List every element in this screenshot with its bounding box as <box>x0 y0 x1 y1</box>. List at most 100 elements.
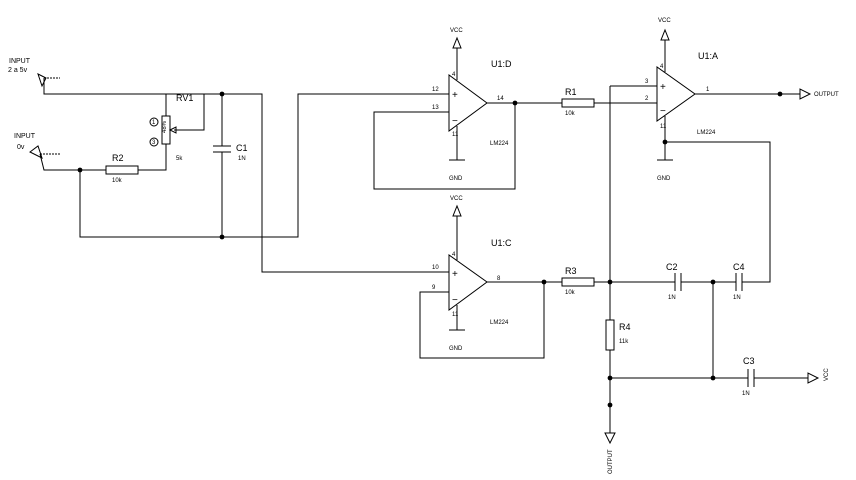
u1c-pin-plus: 10 <box>432 265 439 271</box>
input-1-range: 2 a 5v <box>8 67 28 74</box>
input-1-arrow-icon <box>37 73 47 88</box>
u1a-triangle <box>656 66 696 122</box>
opamp-u1d: + − 12 13 14 4 11 VCC GND U1:D LM224 <box>373 28 516 190</box>
r4-ref: R4 <box>619 322 631 332</box>
capacitor-c2: C2 1N <box>666 262 713 301</box>
u1d-triangle <box>448 74 488 132</box>
opamp-u1a: + − 3 2 1 4 11 VCC GND U1:A LM224 <box>609 18 800 380</box>
c4-value: 1N <box>733 295 741 301</box>
rv1-pin1-number: 1 <box>152 120 156 126</box>
u1c-triangle <box>448 254 488 311</box>
rv1-ref: RV1 <box>176 93 193 103</box>
input-2-arrow-icon <box>29 145 43 159</box>
rv1-value: 5k <box>176 156 183 162</box>
u1d-pin-plus: 12 <box>432 87 439 93</box>
u1a-pin-out: 1 <box>706 87 710 93</box>
rv1-pin1-icon <box>149 117 159 127</box>
svg-text:+: + <box>452 90 458 101</box>
capacitor-c1: C1 1N <box>213 94 248 237</box>
junction <box>219 91 225 97</box>
u1c-vcc-arrow-icon <box>452 204 462 217</box>
output-terminal-bottom: OUTPUT <box>604 380 616 474</box>
junction <box>777 91 783 97</box>
rv1-percent: 48% <box>162 120 168 133</box>
r4-body <box>605 319 615 351</box>
junction <box>219 234 225 240</box>
c2-value: 1N <box>668 295 676 301</box>
c3-ref: C3 <box>743 356 755 366</box>
bus-wire <box>79 93 449 238</box>
output-arrow-icon <box>799 88 812 100</box>
u1a-pin-plus: 3 <box>645 79 649 85</box>
u1c-part: LM224 <box>490 320 509 326</box>
c4-ref: C4 <box>733 262 745 272</box>
input-2-label: INPUT <box>14 133 36 140</box>
rv1-pin3-icon <box>149 137 159 147</box>
c1-ref: C1 <box>236 143 248 153</box>
r2-ref: R2 <box>112 153 124 163</box>
capacitor-c4: C4 1N <box>713 262 745 301</box>
junction <box>710 375 716 381</box>
junction <box>607 375 613 381</box>
r2-value: 10k <box>112 178 123 184</box>
svg-text:+: + <box>452 269 458 280</box>
u1d-pin-minus: 13 <box>432 105 439 111</box>
u1c-pin-vcc: 4 <box>452 252 456 258</box>
u1d-pin-vcc: 4 <box>452 72 456 78</box>
svg-text:−: − <box>452 295 458 306</box>
capacitor-c3: VCC C3 1N <box>610 282 830 397</box>
svg-text:+: + <box>660 82 666 93</box>
r2-body <box>105 165 139 175</box>
input-terminal-2: INPUT 0v <box>14 133 106 171</box>
rv1-wiper-arrow-icon <box>168 126 177 134</box>
potentiometer-rv1: 48% 1 3 RV1 5k <box>149 93 222 162</box>
u1c-ref: U1:C <box>491 238 512 248</box>
input-terminal-1: INPUT 2 a 5v <box>8 58 449 273</box>
rv1-pin3-number: 3 <box>152 140 156 146</box>
u1c-vcc-label: VCC <box>450 196 463 202</box>
u1d-part: LM224 <box>490 141 509 147</box>
c2-ref: C2 <box>666 262 678 272</box>
u1d-pin-out: 14 <box>497 96 504 102</box>
input-2-range: 0v <box>17 144 25 151</box>
u1a-ref: U1:A <box>698 51 718 61</box>
u1d-ref: U1:D <box>491 59 512 69</box>
resistor-r1: R1 10k <box>515 87 644 117</box>
r4-value: 11k <box>619 339 629 345</box>
output-top-label: OUTPUT <box>814 92 839 98</box>
output-terminal-top: OUTPUT <box>799 88 839 100</box>
c1-value: 1N <box>238 156 246 162</box>
junction <box>662 139 668 145</box>
u1c-pin-gnd: 11 <box>452 312 459 318</box>
r3-ref: R3 <box>565 266 577 276</box>
u1c-pin-out: 8 <box>497 276 501 282</box>
u1a-pin-vcc: 4 <box>660 64 664 70</box>
resistor-r4: R4 11k <box>605 319 631 351</box>
u1c-gnd-label: GND <box>449 346 463 352</box>
r3-body <box>561 277 595 287</box>
junction <box>77 167 83 173</box>
c3-value: 1N <box>742 391 750 397</box>
svg-text:−: − <box>452 116 458 127</box>
u1a-pin-gnd: 11 <box>660 124 667 130</box>
svg-text:−: − <box>660 106 666 117</box>
u1a-gnd-label: GND <box>657 176 671 182</box>
u1d-gnd-label: GND <box>449 176 463 182</box>
c3-vcc-label: VCC <box>824 368 830 381</box>
u1d-vcc-label: VCC <box>450 28 463 34</box>
u1c-pin-minus: 9 <box>432 285 436 291</box>
u1a-vcc-arrow-icon <box>660 28 670 41</box>
u1d-vcc-arrow-icon <box>452 36 462 49</box>
output-bottom-label: OUTPUT <box>608 449 614 474</box>
u1d-pin-gnd: 11 <box>452 132 459 138</box>
r1-body <box>561 98 595 108</box>
r1-ref: R1 <box>565 87 577 97</box>
resistor-r3: R3 10k <box>544 266 667 296</box>
input-1-label: INPUT <box>9 58 31 65</box>
output-bottom-arrow-icon <box>604 432 616 445</box>
u1a-vcc-label: VCC <box>658 18 671 24</box>
u1a-pin-minus: 2 <box>645 96 649 102</box>
r1-value: 10k <box>565 111 576 117</box>
